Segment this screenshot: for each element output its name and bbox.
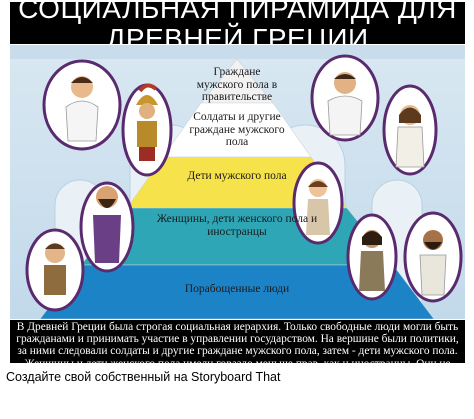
foreign-woman-icon — [346, 213, 398, 301]
tier-label-2: Солдаты и другие граждане мужского пола — [189, 111, 285, 148]
enslaved-man-icon — [403, 211, 463, 303]
tier-label-1: Граждане мужского пола в правительстве — [196, 66, 278, 103]
page-title: СОЦИАЛЬНАЯ ПИРАМИДА ДЛЯ ДРЕВНЕЙ ГРЕЦИИ — [18, 2, 457, 44]
tier-label-5: Порабощенные люди — [184, 283, 290, 295]
frieze — [10, 45, 465, 59]
pyramid — [39, 58, 435, 319]
greek-man-icon — [310, 54, 380, 142]
storyboard-that-credit-link[interactable]: Создайте свой собственный на Storyboard … — [6, 370, 281, 384]
characters — [25, 54, 463, 312]
greek-woman-icon — [382, 84, 438, 176]
tier-label-4: Женщины, дети женского пола и иностранцы — [156, 213, 318, 238]
spartan-soldier-icon — [121, 83, 173, 177]
caption-box: В Древней Греции была строгая социальная… — [10, 320, 465, 363]
tier-label-3: Дети мужского пола — [187, 170, 287, 182]
bearded-philosopher-icon — [79, 181, 135, 273]
greek-girl-icon — [292, 161, 344, 245]
greek-citizen-man-icon — [42, 59, 122, 151]
scene: Граждане мужского пола в правительстве С… — [10, 45, 465, 319]
caption-text: В Древней Греции была строгая социальная… — [16, 321, 459, 363]
boy-child-icon — [25, 228, 85, 312]
title-bar: СОЦИАЛЬНАЯ ПИРАМИДА ДЛЯ ДРЕВНЕЙ ГРЕЦИИ — [10, 2, 465, 44]
scene-illustration — [10, 45, 465, 319]
